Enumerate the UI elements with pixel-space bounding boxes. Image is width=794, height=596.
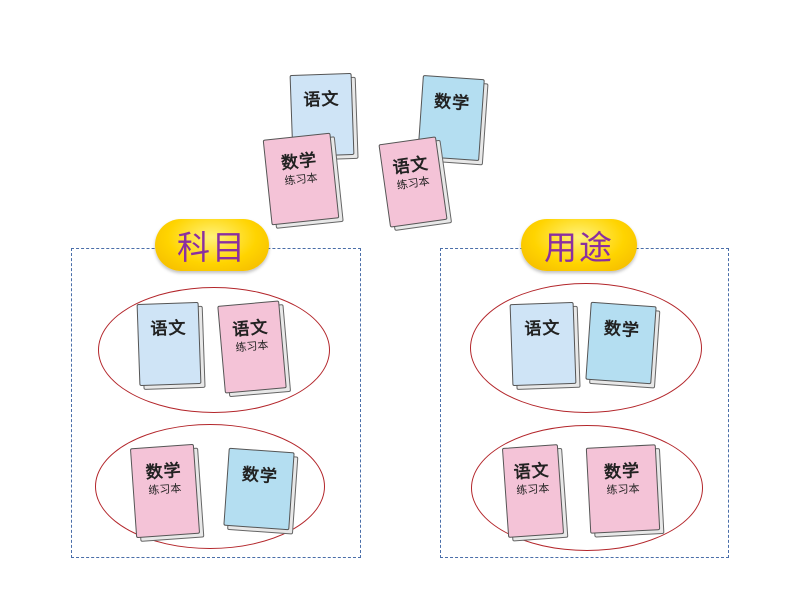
book-title: 数学 [241, 464, 279, 488]
book-shuxue-workbook: 数学 练习本 [585, 444, 661, 534]
ellipse-usage-textbook [470, 283, 702, 413]
book-shuxue-workbook-top: 数学 练习本 [262, 132, 340, 226]
book-title: 数学 [433, 91, 471, 115]
book-title: 语文 [150, 318, 187, 340]
book-shuxue: 数学 [585, 301, 657, 385]
book-yuwen: 语文 [136, 301, 202, 387]
ellipse-subject-shuxue [95, 424, 325, 549]
book-subtitle: 练习本 [515, 481, 550, 498]
book-subtitle: 练习本 [606, 482, 640, 497]
book-title: 语文 [303, 89, 340, 111]
book-subtitle: 练习本 [147, 481, 182, 498]
book-shuxue: 数学 [223, 447, 295, 531]
book-yuwen: 语文 [509, 301, 577, 387]
book-yuwen-workbook: 语文 练习本 [501, 444, 565, 538]
book-title: 数学 [603, 318, 641, 342]
book-shuxue-workbook: 数学 练习本 [129, 443, 201, 539]
group-label-usage: 用途 [521, 219, 637, 271]
book-yuwen-workbook: 语文 练习本 [217, 300, 287, 394]
book-title: 语文 [524, 318, 561, 340]
book-yuwen-workbook-top: 语文 练习本 [378, 136, 448, 228]
group-label-subject: 科目 [155, 219, 269, 271]
ellipse-subject-yuwen [98, 287, 330, 413]
ellipse-usage-workbook [471, 425, 703, 551]
